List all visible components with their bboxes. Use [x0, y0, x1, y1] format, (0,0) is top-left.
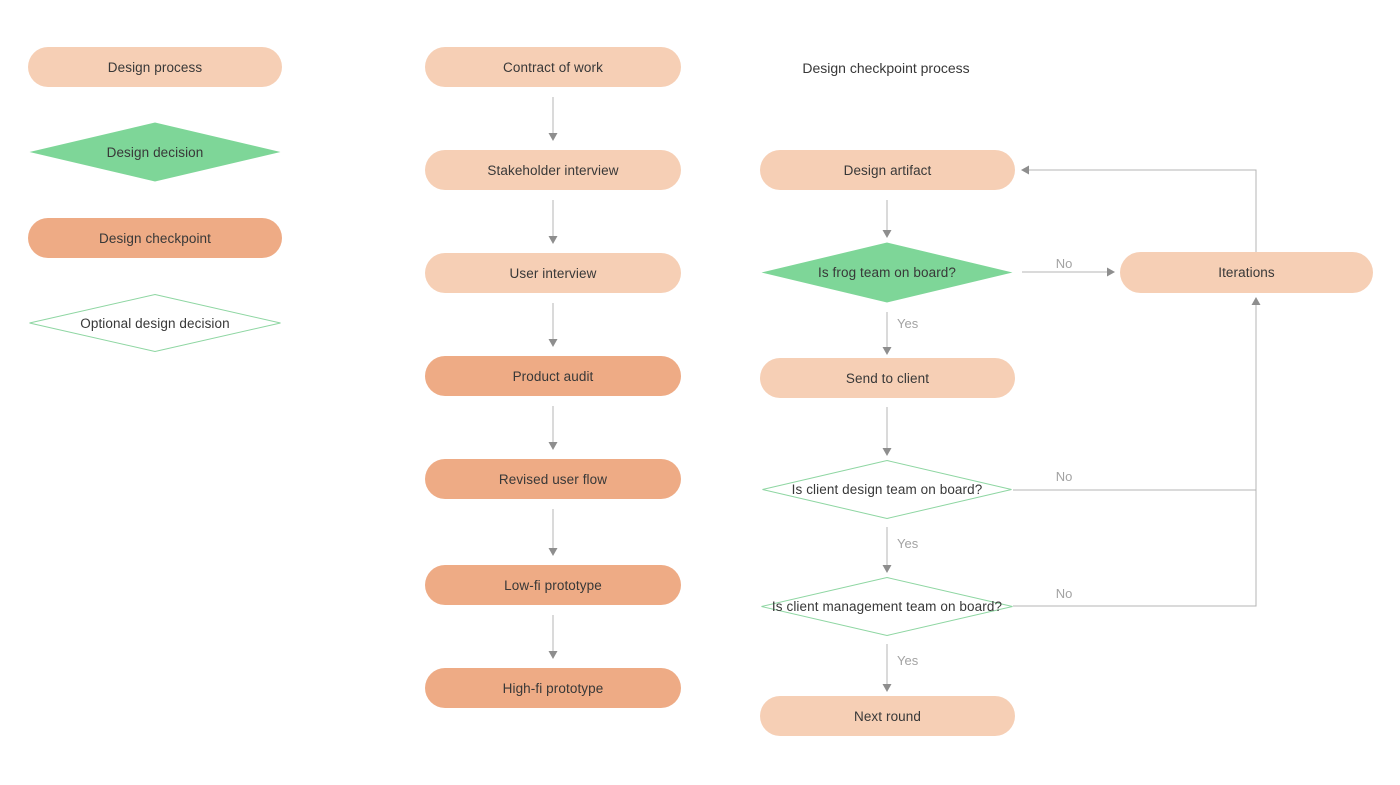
flow-step-highfi-prototype: High-fi prototype: [425, 668, 681, 708]
node-label: Send to client: [845, 370, 930, 386]
diamond-shape: [761, 242, 1013, 303]
arrow-artifact-to-frog-decision: [882, 200, 892, 238]
node-label: Is frog team on board?: [817, 265, 957, 280]
node-label: Design artifact: [843, 162, 932, 178]
checkpoint-flow-title: Design checkpoint process: [802, 60, 970, 76]
flow-step-revised-user-flow: Revised user flow: [425, 459, 681, 499]
flow-step-contract-of-work: Contract of work: [425, 47, 681, 87]
legend-optional-design-decision-label: Optional design decision: [80, 315, 230, 331]
diamond-shape: [762, 460, 1012, 519]
legend-optional-design-decision: Optional design decision: [29, 294, 281, 352]
node-label: Next round: [853, 708, 922, 724]
flow-step-label: Low-fi prototype: [504, 577, 602, 593]
legend-design-checkpoint-label: Design checkpoint: [98, 230, 211, 246]
node-client-management-decision: Is client management team on board?: [761, 577, 1013, 636]
node-label: Is client management team on board?: [771, 599, 1003, 614]
arrow-send-to-client-design-decision: [882, 407, 892, 456]
edge-label-no-client-design: No: [1055, 469, 1073, 484]
legend-design-checkpoint: Design checkpoint: [28, 218, 282, 258]
node-design-artifact: Design artifact: [760, 150, 1015, 190]
legend-design-decision: Design decision: [29, 122, 281, 182]
arrow-client-mgmt-yes-to-next-round: [882, 644, 892, 692]
arrow-iterations-to-artifact: [1021, 165, 1257, 252]
arrow-stakeholder-to-user-interview: [548, 200, 558, 244]
edge-label-no-frog: No: [1055, 256, 1073, 271]
edge-label-yes-client-design: Yes: [897, 536, 919, 551]
flow-step-lowfi-prototype: Low-fi prototype: [425, 565, 681, 605]
arrow-lowfi-to-highfi: [548, 615, 558, 659]
node-label: Is client design team on board?: [791, 482, 983, 497]
arrow-user-interview-to-product-audit: [548, 303, 558, 347]
node-next-round: Next round: [760, 696, 1015, 736]
legend-design-decision-label: Design decision: [106, 144, 204, 160]
flow-step-label: High-fi prototype: [502, 680, 604, 696]
flow-step-label: Stakeholder interview: [487, 162, 619, 178]
flow-step-label: Product audit: [512, 368, 594, 384]
legend-design-process-label: Design process: [107, 59, 203, 75]
node-frog-team-decision: Is frog team on board?: [761, 242, 1013, 303]
flow-step-label: Contract of work: [503, 59, 603, 75]
flow-step-label: Revised user flow: [498, 471, 608, 487]
flow-step-user-interview: User interview: [425, 253, 681, 293]
arrow-contract-to-stakeholder: [548, 97, 558, 141]
arrow-client-design-yes-to-mgmt-decision: [882, 527, 892, 573]
flow-step-product-audit: Product audit: [425, 356, 681, 396]
edge-label-no-client-mgmt: No: [1055, 586, 1073, 601]
node-send-to-client: Send to client: [760, 358, 1015, 398]
flow-step-label: User interview: [509, 265, 597, 281]
node-iterations: Iterations: [1120, 252, 1373, 293]
edge-label-yes-client-mgmt: Yes: [897, 653, 919, 668]
diamond-shape: [761, 577, 1013, 636]
legend-design-process: Design process: [28, 47, 282, 87]
node-client-design-decision: Is client design team on board?: [762, 460, 1012, 519]
node-label: Iterations: [1218, 265, 1275, 280]
arrow-product-audit-to-revised-user-flow: [548, 406, 558, 450]
flow-step-stakeholder-interview: Stakeholder interview: [425, 150, 681, 190]
edge-label-yes-frog: Yes: [897, 316, 919, 331]
arrow-frog-decision-yes-to-send: [882, 312, 892, 355]
diamond-shape: [29, 294, 281, 352]
arrow-client-mgmt-no-to-iterations: [1013, 297, 1261, 607]
arrow-revised-user-flow-to-lowfi: [548, 509, 558, 556]
diamond-shape: [29, 122, 281, 182]
